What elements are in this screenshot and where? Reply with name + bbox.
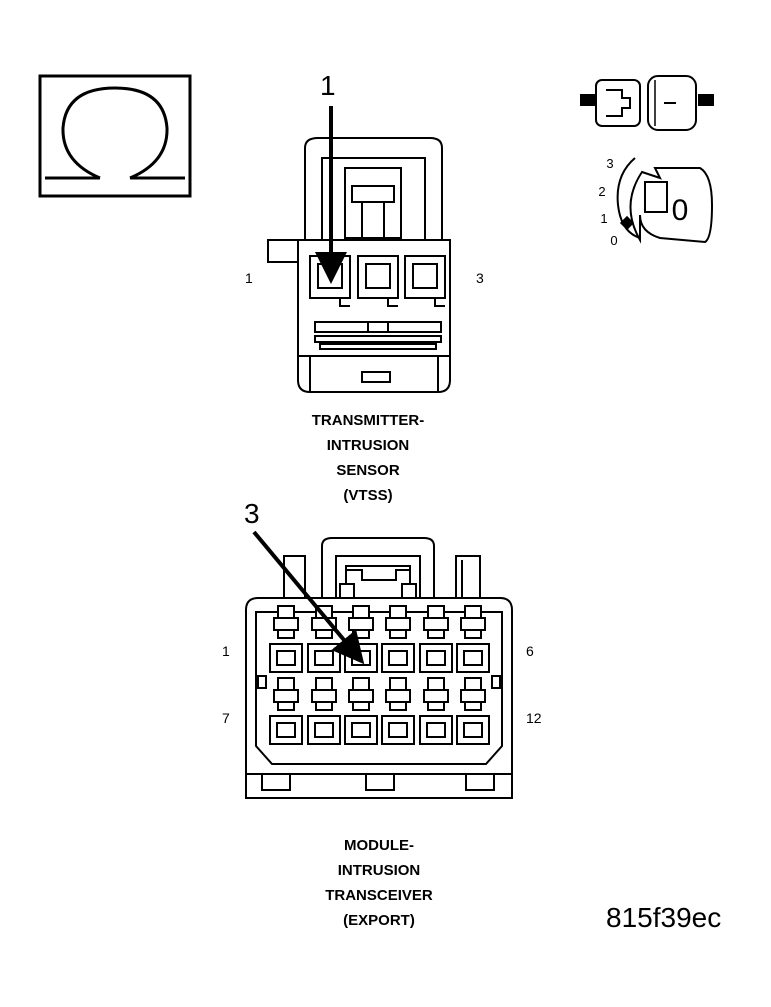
module-caption-line-3: TRANSCEIVER xyxy=(325,887,433,904)
ohmmeter-icon xyxy=(38,74,192,198)
module-pin-cavity-7 xyxy=(269,677,303,745)
module-caption-line-2: INTRUSION xyxy=(337,862,421,879)
module-caption-line-1: MODULE- xyxy=(344,837,414,854)
vtss-cavity-2 xyxy=(357,255,399,307)
callout-3-label: 3 xyxy=(244,498,260,529)
key-position-selected: 0 xyxy=(672,194,689,227)
vtss-pin-3-label: 3 xyxy=(476,270,484,286)
module-caption-line-4: (EXPORT) xyxy=(343,912,415,929)
module-pin-cavity-1 xyxy=(269,605,303,673)
key-position-2: 2 xyxy=(598,184,605,199)
module-pin-1-label: 1 xyxy=(222,643,230,659)
callout-3-arrow xyxy=(252,530,365,665)
vtss-caption-line-1: TRANSMITTER- xyxy=(311,412,425,429)
module-pin-cavity-9 xyxy=(344,677,378,745)
disconnect-connector-icon xyxy=(580,75,714,131)
module-pin-cavity-5 xyxy=(419,605,453,673)
vtss-cavity-3 xyxy=(404,255,446,307)
module-pin-cavity-12 xyxy=(456,677,490,745)
module-pin-7-label: 7 xyxy=(222,710,230,726)
vtss-pin-1-label: 1 xyxy=(245,270,253,286)
vtss-caption-line-4: (VTSS) xyxy=(343,487,393,504)
module-pin-6-label: 6 xyxy=(526,643,534,659)
vtss-connector xyxy=(267,137,451,393)
vtss-caption-line-2: INTRUSION xyxy=(326,437,410,454)
key-position-1: 1 xyxy=(600,211,607,226)
module-pin-cavity-4 xyxy=(381,605,415,673)
module-pin-cavity-10 xyxy=(381,677,415,745)
ignition-key-icon: 0 3 2 1 0 xyxy=(598,156,714,248)
module-pin-cavity-8 xyxy=(307,677,341,745)
figure-code: 815f39ec xyxy=(606,902,722,933)
module-pin-cavity-6 xyxy=(456,605,490,673)
key-position-0: 0 xyxy=(610,233,617,248)
key-position-3: 3 xyxy=(606,156,613,171)
vtss-caption-line-3: SENSOR xyxy=(336,462,400,479)
module-pin-cavity-11 xyxy=(419,677,453,745)
callout-1-label: 1 xyxy=(320,70,336,101)
module-pin-12-label: 12 xyxy=(526,710,542,726)
